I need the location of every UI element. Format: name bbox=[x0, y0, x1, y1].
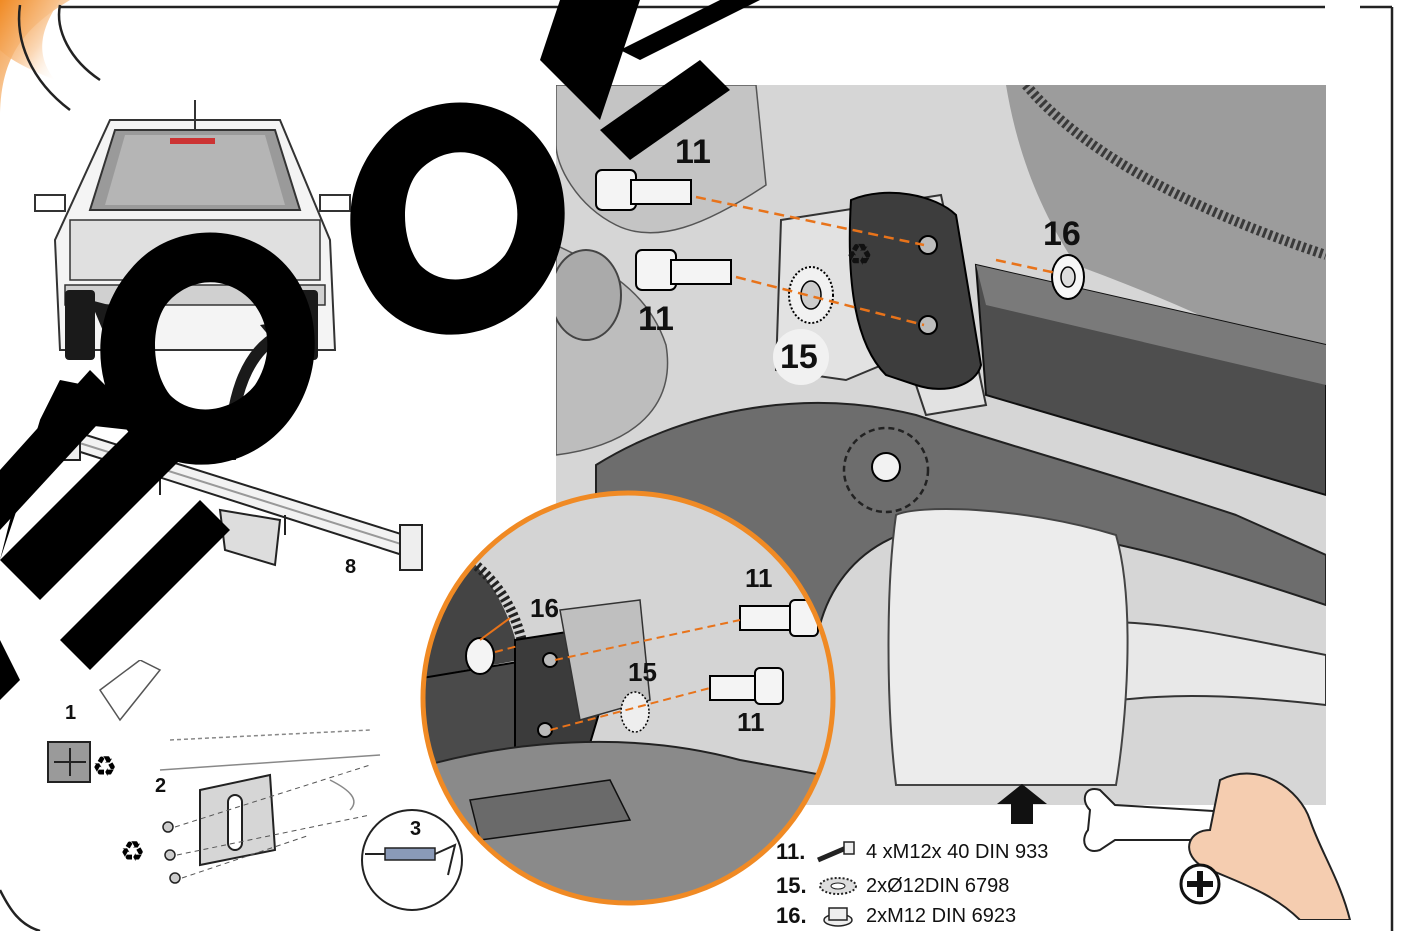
part-number: 16. bbox=[776, 903, 807, 928]
serrated-washer-icon bbox=[819, 877, 857, 895]
flange-nut-icon bbox=[823, 907, 853, 927]
part-number: 11. bbox=[776, 839, 806, 864]
part-number: 15. bbox=[776, 873, 807, 898]
parts-list-row: 15. 2xØ12DIN 6798 bbox=[776, 873, 1009, 899]
bolt-top bbox=[595, 169, 692, 211]
part-description: 2xM12 DIN 6923 bbox=[866, 904, 1017, 927]
recycle-icon: ♻ bbox=[120, 835, 146, 868]
inset-callout-bolt-bottom: 11 bbox=[737, 707, 765, 737]
callout-washer: 15 bbox=[780, 338, 818, 376]
recycle-icon: ♻ bbox=[846, 238, 873, 273]
callout-bolt-bottom: 11 bbox=[638, 300, 674, 338]
inset-callout-washer: 15 bbox=[628, 657, 657, 687]
step-3-label: 3 bbox=[410, 818, 422, 840]
part-description: 2xØ12DIN 6798 bbox=[866, 874, 1010, 897]
zoom-inset-circle bbox=[420, 490, 836, 906]
recycle-icon: ♻ bbox=[92, 750, 118, 783]
bolt-bottom bbox=[635, 249, 732, 291]
step-1-label: 1 bbox=[65, 702, 77, 724]
part-description: 4 xM12x 40 DIN 933 bbox=[866, 840, 1049, 863]
part-label-towbar: 8 bbox=[345, 556, 357, 578]
inset-callout-nut: 16 bbox=[530, 593, 559, 623]
wrench-icon bbox=[1083, 772, 1352, 920]
inset-callout-bolt-top: 11 bbox=[745, 563, 773, 593]
callout-nut: 16 bbox=[1043, 215, 1081, 253]
step-2-label: 2 bbox=[155, 775, 167, 797]
callout-bolt-top: 11 bbox=[675, 133, 711, 171]
parts-list-row: 11. 4 xM12x 40 DIN 933 bbox=[776, 839, 1048, 865]
serrated-washer bbox=[788, 266, 834, 324]
parts-list-row: 16. 2xM12 DIN 6923 bbox=[776, 903, 1016, 929]
preparation-steps-sketch bbox=[47, 660, 463, 911]
bolt-icon bbox=[817, 841, 855, 863]
up-arrow-icon bbox=[997, 784, 1047, 824]
flange-nut bbox=[1051, 254, 1085, 300]
plus-circle-icon bbox=[1179, 863, 1221, 905]
